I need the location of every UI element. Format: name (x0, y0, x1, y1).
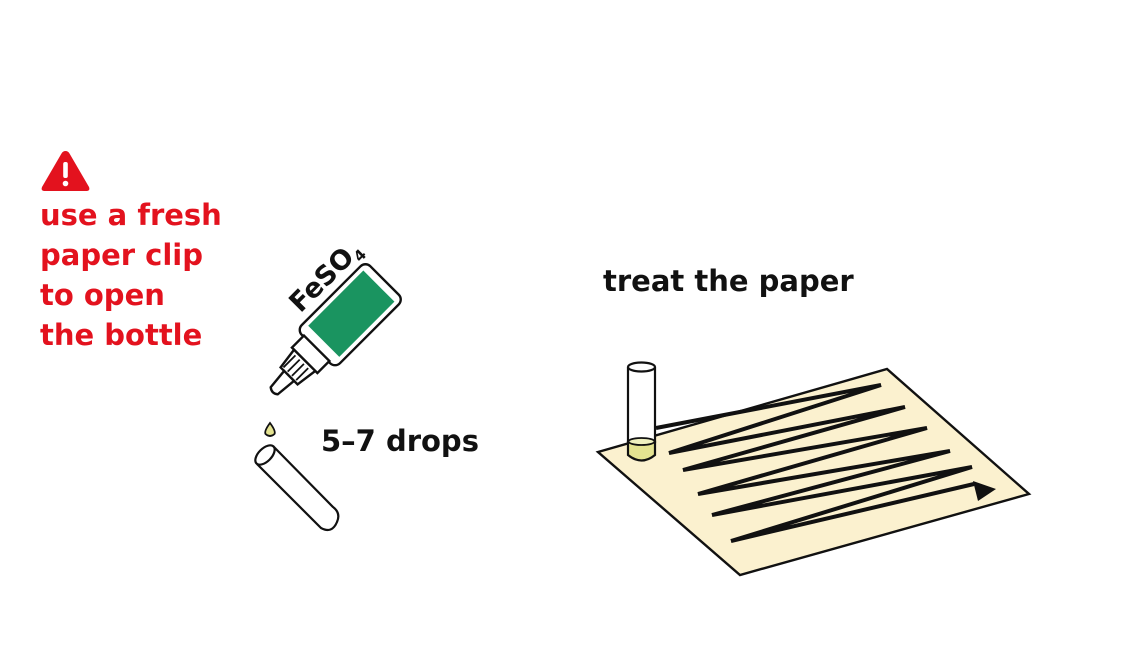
warning-line: paper clip (40, 238, 203, 272)
zigzag-stroke (655, 383, 996, 543)
warning-line: to open (40, 278, 165, 312)
test-tube-upright (626, 361, 657, 462)
drops-count-label: 5–7 drops (321, 424, 479, 458)
test-tube-tilted (254, 444, 340, 532)
dropper-bottle-illustration: FeSO4 (269, 242, 402, 396)
drop-icon (264, 421, 276, 437)
paper-sheet (595, 367, 1032, 577)
warning-line: the bottle (40, 318, 203, 352)
arrow-head-icon (973, 481, 996, 501)
warning-line: use a fresh (40, 198, 222, 232)
warning-triangle-icon (41, 151, 90, 191)
step-title: treat the paper (603, 264, 854, 298)
warning-message: use a fresh paper clip to open the bottl… (40, 195, 222, 355)
